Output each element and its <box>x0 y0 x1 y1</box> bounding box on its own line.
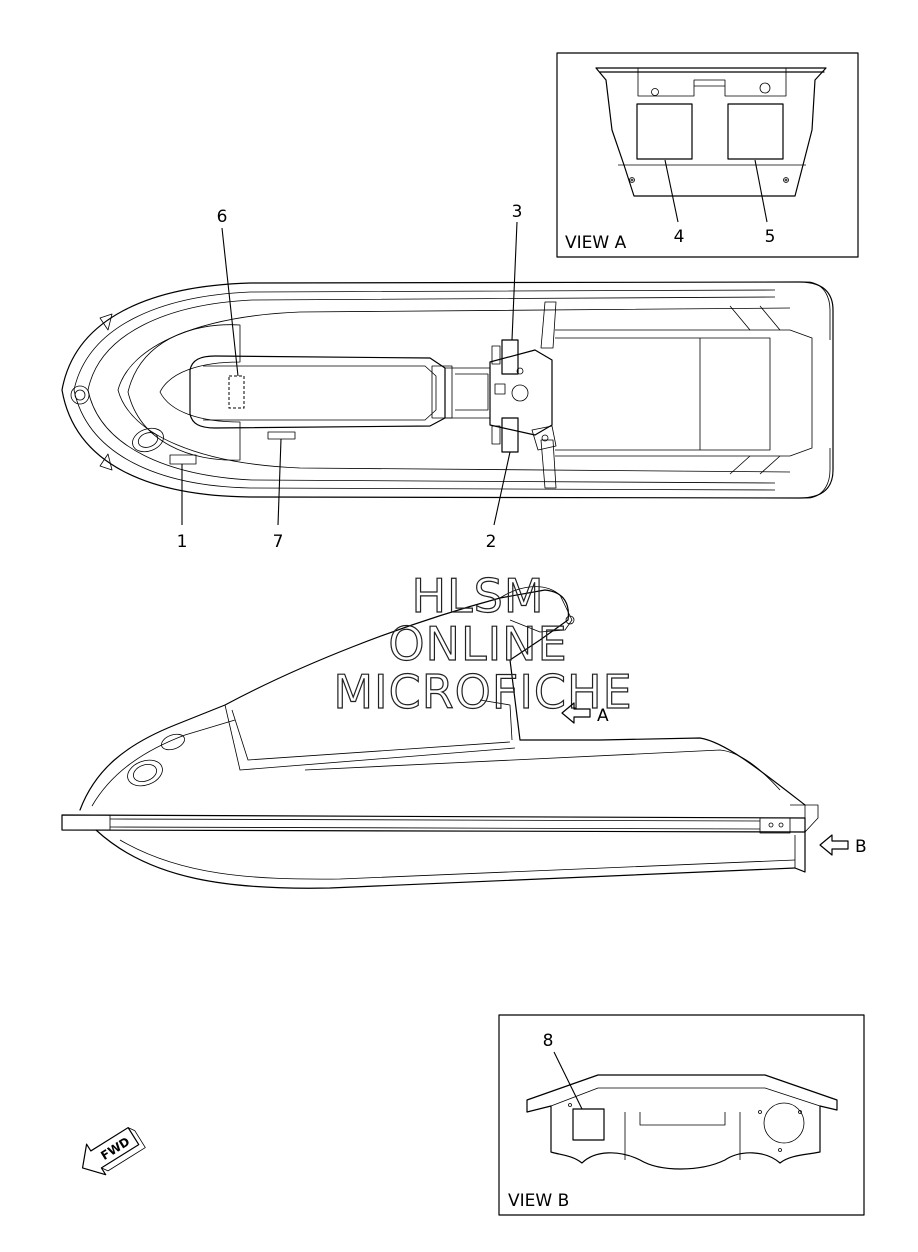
label-1-area <box>169 454 197 465</box>
view-b-inset: 8 VIEW B <box>498 1014 865 1216</box>
leader-5 <box>754 159 768 223</box>
label-6-area <box>228 375 245 409</box>
fwd-arrow: FWD <box>81 1127 146 1176</box>
leader-4 <box>664 159 679 223</box>
callout-8: 8 <box>543 1031 554 1051</box>
label-7-area <box>267 431 296 440</box>
label-5-area <box>727 103 784 160</box>
view-b-arrow: B <box>819 834 867 857</box>
leader-7 <box>277 438 282 526</box>
view-a-inset: 4 5 VIEW A <box>556 52 859 258</box>
arrow-left-icon <box>561 702 591 724</box>
callout-7: 7 <box>273 532 284 552</box>
forward-arrow-icon <box>81 1127 140 1176</box>
leader-2 <box>493 451 511 526</box>
arrow-left-icon <box>819 834 849 856</box>
view-a-arrow-label: A <box>597 706 609 726</box>
leader-6 <box>221 227 239 377</box>
view-a-arrow: A <box>561 702 609 726</box>
watermark-line3: MICROFICHE <box>333 665 632 719</box>
callout-2: 2 <box>486 532 497 552</box>
label-4-area <box>636 103 693 160</box>
callout-5: 5 <box>765 227 776 247</box>
view-b-arrow-label: B <box>855 837 867 857</box>
side-view-watercraft <box>61 586 819 889</box>
callout-1: 1 <box>177 532 188 552</box>
callout-3: 3 <box>512 202 523 222</box>
top-view-watercraft <box>61 281 834 499</box>
view-a-label: VIEW A <box>565 233 627 253</box>
leader-3 <box>511 221 518 341</box>
watermark-line2: ONLINE <box>388 617 567 671</box>
view-b-part-drawing <box>526 1074 838 1170</box>
watermark: HLSM ONLINE MICROFICHE <box>333 568 633 719</box>
callout-4: 4 <box>674 227 685 247</box>
label-8-area <box>572 1108 605 1141</box>
callout-6: 6 <box>217 207 228 227</box>
watermark-line1: HLSM <box>411 569 544 623</box>
label-2-area <box>501 417 519 453</box>
label-3-area <box>501 339 519 375</box>
leader-8 <box>553 1051 583 1110</box>
view-a-part-drawing <box>595 67 827 197</box>
view-b-label: VIEW B <box>508 1191 569 1211</box>
